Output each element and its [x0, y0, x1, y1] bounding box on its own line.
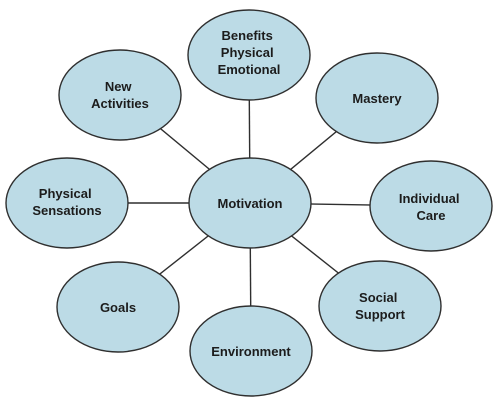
- node-physical-sensations: Physical Sensations: [5, 157, 129, 249]
- node-benefits: Benefits Physical Emotional: [187, 9, 311, 101]
- node-label: New Activities: [91, 79, 149, 111]
- node-mastery: Mastery: [315, 52, 439, 144]
- node-label: Physical Sensations: [32, 186, 101, 218]
- node-social-support: Social Support: [318, 260, 442, 352]
- node-environment: Environment: [189, 305, 313, 397]
- node-label: Benefits Physical Emotional: [218, 28, 281, 77]
- node-individual-care: Individual Care: [369, 160, 493, 252]
- node-label: Goals: [100, 300, 136, 315]
- node-label: Individual Care: [399, 191, 463, 223]
- node-label: Social Support: [355, 290, 405, 322]
- node-label: Motivation: [218, 196, 283, 211]
- node-center: Motivation: [188, 157, 312, 249]
- node-label: Environment: [211, 344, 291, 359]
- node-label: Mastery: [352, 91, 402, 106]
- node-new-activities: New Activities: [58, 49, 182, 141]
- node-goals: Goals: [56, 261, 180, 353]
